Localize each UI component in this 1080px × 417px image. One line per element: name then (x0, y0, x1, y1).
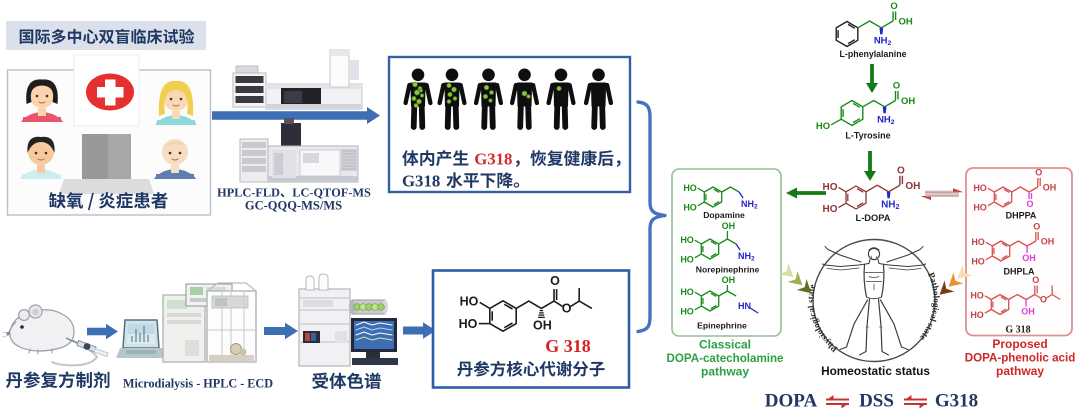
svg-text:HO: HO (970, 290, 984, 300)
svg-text:HO: HO (823, 204, 838, 215)
svg-text:HO: HO (823, 182, 838, 193)
svg-text:G318: G318 (402, 172, 440, 191)
svg-text:O: O (562, 301, 572, 315)
svg-text:GC-QQQ-MS/MS: GC-QQQ-MS/MS (245, 199, 342, 213)
svg-text:DOPA-catecholamine: DOPA-catecholamine (666, 352, 784, 365)
svg-text:pathway: pathway (996, 364, 1044, 378)
svg-text:O: O (897, 165, 905, 176)
svg-text:NH2: NH2 (741, 199, 758, 211)
svg-text:G318: G318 (935, 391, 978, 412)
svg-text:pathway: pathway (701, 365, 749, 379)
svg-text:Dopamine: Dopamine (703, 210, 745, 220)
svg-text:O: O (550, 274, 560, 288)
svg-text:Homeostatic status: Homeostatic status (821, 364, 930, 378)
svg-text:OH: OH (905, 181, 920, 192)
svg-text:HO: HO (971, 256, 985, 266)
svg-text:OH: OH (1043, 183, 1057, 193)
svg-text:L-DOPA: L-DOPA (856, 213, 891, 223)
svg-text:DHPLA: DHPLA (1004, 267, 1035, 277)
svg-text:Microdialysis - HPLC - ECD: Microdialysis - HPLC - ECD (123, 377, 273, 391)
svg-text:HO: HO (459, 317, 478, 331)
svg-text:Classical: Classical (699, 338, 751, 352)
svg-text:G318: G318 (474, 150, 512, 169)
svg-text:L-Tyrosine: L-Tyrosine (845, 131, 890, 141)
svg-text:Epinephrine: Epinephrine (697, 321, 747, 331)
svg-text:O: O (1033, 222, 1040, 232)
svg-text:OH: OH (1041, 237, 1055, 247)
svg-text:Proposed: Proposed (992, 337, 1047, 351)
svg-text:HN: HN (738, 301, 751, 311)
svg-text:DOPA: DOPA (765, 391, 818, 412)
svg-text:NH2: NH2 (874, 35, 892, 47)
svg-text:HO: HO (973, 183, 987, 193)
svg-text:HO: HO (973, 202, 987, 212)
svg-text:HO: HO (683, 202, 697, 212)
svg-text:O: O (1027, 199, 1034, 209)
svg-text:OH: OH (899, 17, 913, 28)
svg-text:NH2: NH2 (881, 199, 899, 211)
svg-text:G 318: G 318 (545, 336, 591, 356)
svg-text:OH: OH (901, 96, 915, 107)
svg-text:O: O (893, 81, 900, 92)
svg-text:HO: HO (460, 294, 479, 308)
svg-text:OH: OH (1021, 307, 1035, 317)
svg-text:O: O (890, 1, 897, 12)
svg-text:HO: HO (680, 306, 694, 316)
svg-text:HO: HO (971, 237, 985, 247)
svg-text:Norepinephrine: Norepinephrine (696, 265, 760, 275)
svg-text:NH2: NH2 (877, 114, 895, 126)
svg-text:O: O (1040, 295, 1047, 305)
svg-text:OH: OH (533, 318, 552, 332)
svg-text:HO: HO (680, 235, 694, 245)
svg-text:OH: OH (722, 221, 736, 231)
svg-text:L-phenylalanine: L-phenylalanine (840, 49, 907, 59)
svg-text:HO: HO (816, 121, 830, 132)
svg-text:DSS: DSS (859, 391, 894, 412)
svg-text:DOPA-phenolic acid: DOPA-phenolic acid (965, 352, 1076, 365)
svg-text:HO: HO (680, 287, 694, 297)
svg-text:HO: HO (970, 310, 984, 320)
svg-text:HO: HO (683, 183, 697, 193)
svg-text:HO: HO (680, 254, 694, 264)
svg-text:OH: OH (1022, 253, 1036, 263)
svg-text:DHPPA: DHPPA (1006, 211, 1037, 221)
svg-text:G 318: G 318 (1005, 325, 1030, 336)
svg-text:NH2: NH2 (738, 251, 755, 263)
svg-text:OH: OH (722, 275, 736, 285)
svg-text:O: O (1035, 168, 1042, 178)
svg-text:O: O (1032, 275, 1039, 285)
